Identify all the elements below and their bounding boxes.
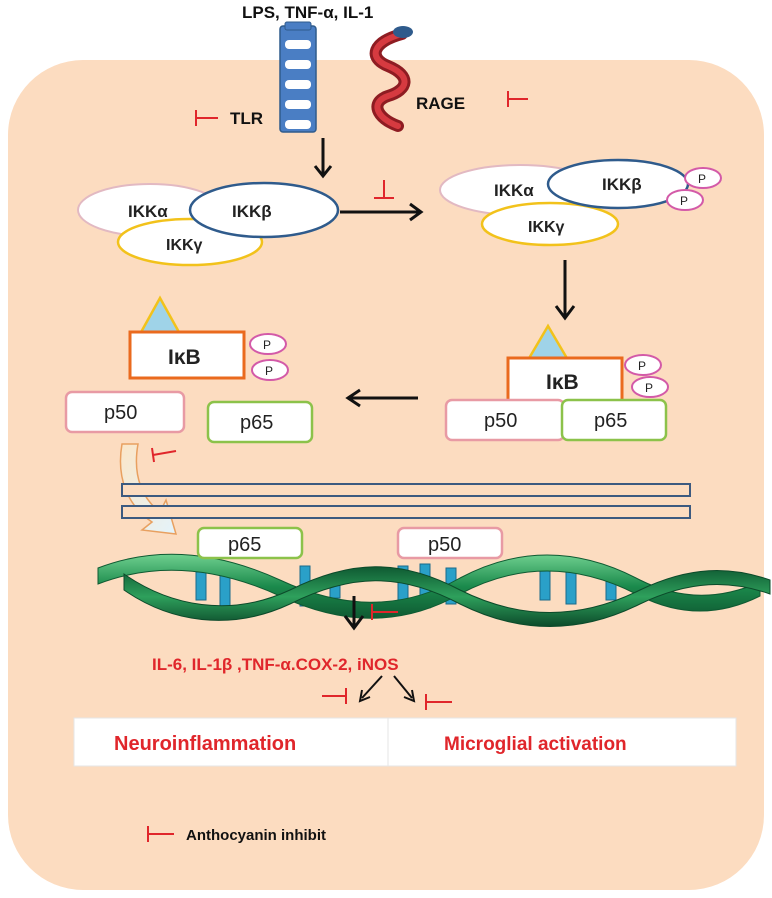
- rage-label: RAGE: [416, 94, 465, 113]
- p65-label: p65: [228, 534, 261, 556]
- p50-free: p50: [64, 390, 186, 434]
- p50-nuclear: p50: [396, 526, 504, 560]
- microglial-activation-label: Microglial activation: [444, 734, 627, 755]
- dna-helix-icon: [97, 553, 771, 627]
- phospho-label: P: [645, 381, 653, 395]
- phospho-label: P: [698, 172, 706, 186]
- outcome-box-microglial: [387, 717, 737, 767]
- ikk-inhibit-icon: [374, 180, 394, 199]
- transcription-inhibit-icon: [371, 604, 398, 620]
- arrow-ikb-degradation: [345, 388, 418, 408]
- phospho-label: P: [265, 364, 273, 378]
- tlr-inhibit-icon: [195, 110, 218, 126]
- ikk-beta-label: IKKβ: [602, 175, 642, 194]
- microglial-inhibit-icon: [425, 694, 452, 710]
- arrow-tlr-to-ikk: [313, 138, 333, 179]
- neuroinflammation-label: Neuroinflammation: [114, 733, 296, 755]
- neuroinflammation-inhibit-icon: [322, 688, 347, 704]
- ikk-complex-left: IKKα IKKβ IKKγ: [77, 181, 340, 267]
- ikb-nfkb-complex-right: IκB P P p50 p65: [444, 323, 669, 442]
- tlr-receptor-icon: [279, 21, 317, 133]
- ikk-alpha-label: IKKα: [494, 181, 534, 200]
- ikb-label: IκB: [546, 371, 579, 394]
- ikk-gamma-label: IKKγ: [166, 237, 203, 254]
- ikk-alpha-label: IKKα: [128, 202, 168, 221]
- arrow-ikk-to-ikb: [554, 260, 576, 321]
- ikk-complex-right: IKKα IKKβ IKKγ P P: [439, 158, 722, 247]
- phospho-label: P: [638, 359, 646, 373]
- p65-nuclear: p65: [196, 526, 304, 560]
- outcome-box-neuroinflammation: [73, 717, 389, 767]
- arrow-ikk-phosphorylation: [340, 202, 424, 222]
- ikk-beta-label: IKKβ: [232, 202, 272, 221]
- rage-inhibit-icon: [507, 91, 528, 107]
- legend-inhibit-icon: [147, 826, 174, 842]
- translocation-inhibit-icon: [151, 447, 177, 463]
- nuclear-membrane-inner: [121, 505, 691, 519]
- arrow-to-neuroinflammation: [358, 675, 383, 703]
- p50-label: p50: [104, 402, 137, 424]
- p50-label: p50: [484, 410, 517, 432]
- legend-label: Anthocyanin inhibit: [186, 827, 326, 844]
- p65-label: p65: [594, 410, 627, 432]
- ikb-label: IκB: [168, 346, 201, 369]
- rage-receptor-icon: [369, 26, 413, 132]
- cytokines-label: IL-6, IL-1β ,TNF-α.COX-2, iNOS: [152, 655, 399, 674]
- ligands-label: LPS, TNF-α, IL-1: [242, 3, 373, 22]
- tlr-label: TLR: [230, 109, 263, 128]
- arrow-transcription: [343, 596, 365, 631]
- ikk-gamma-label: IKKγ: [528, 219, 565, 236]
- phospho-label: P: [680, 194, 688, 208]
- p65-label: p65: [240, 412, 273, 434]
- ikb-released-left: IκB P P: [128, 295, 289, 381]
- p65-free: p65: [206, 400, 314, 444]
- cell-background: [8, 60, 764, 890]
- phospho-label: P: [263, 338, 271, 352]
- nuclear-membrane-outer: [121, 483, 691, 497]
- p50-label: p50: [428, 534, 461, 556]
- arrow-to-microglial-activation: [393, 675, 416, 703]
